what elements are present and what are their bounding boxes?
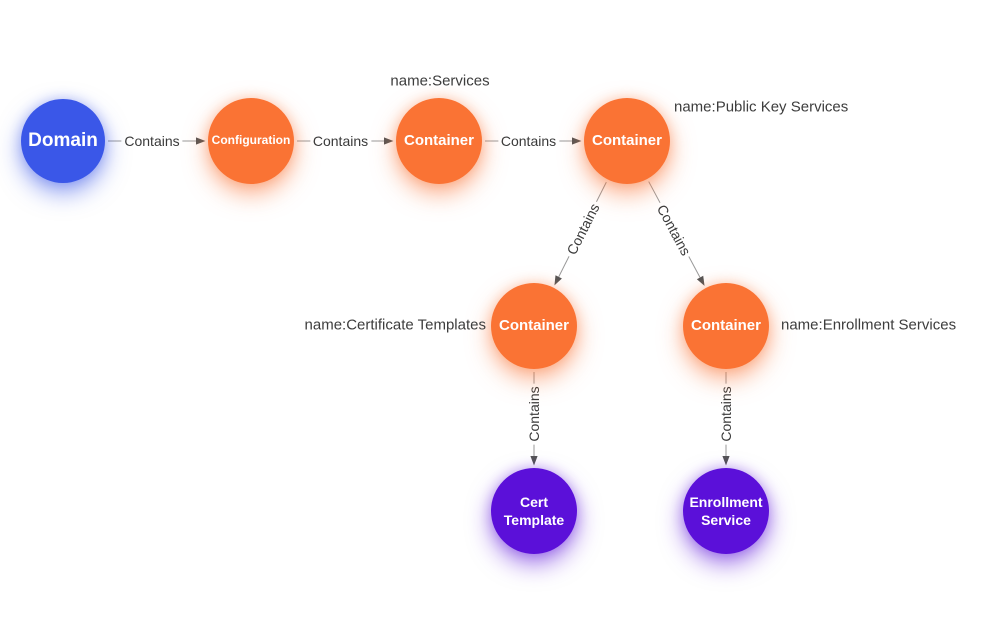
edge-label-contains: Contains xyxy=(526,383,542,445)
node-domain[interactable]: Domain xyxy=(21,99,105,183)
edge-label-contains: Contains xyxy=(309,133,372,149)
annotation-container-certificate-templates: name:Certificate Templates xyxy=(304,316,486,334)
node-container-enrollment-services[interactable]: Container xyxy=(683,283,769,369)
annotation-container-services: name:Services xyxy=(390,72,490,90)
edge-label-contains: Contains xyxy=(121,133,183,149)
node-cert-template[interactable]: Cert Template xyxy=(491,468,577,554)
node-container-services[interactable]: Container xyxy=(396,98,482,184)
node-container-certificate-templates[interactable]: Container xyxy=(491,283,577,369)
node-configuration[interactable]: Configuration xyxy=(208,98,294,184)
edge-label-contains: Contains xyxy=(561,198,604,261)
node-enrollment-service[interactable]: Enrollment Service xyxy=(683,468,769,554)
annotation-container-enrollment-services: name:Enrollment Services xyxy=(781,316,957,334)
edge-label-contains: Contains xyxy=(652,198,696,261)
edge-label-contains: Contains xyxy=(497,133,560,149)
annotation-container-public-key-services: name:Public Key Services xyxy=(674,98,849,116)
node-container-public-key-services[interactable]: Container xyxy=(584,98,670,184)
edge-label-contains: Contains xyxy=(718,383,734,445)
